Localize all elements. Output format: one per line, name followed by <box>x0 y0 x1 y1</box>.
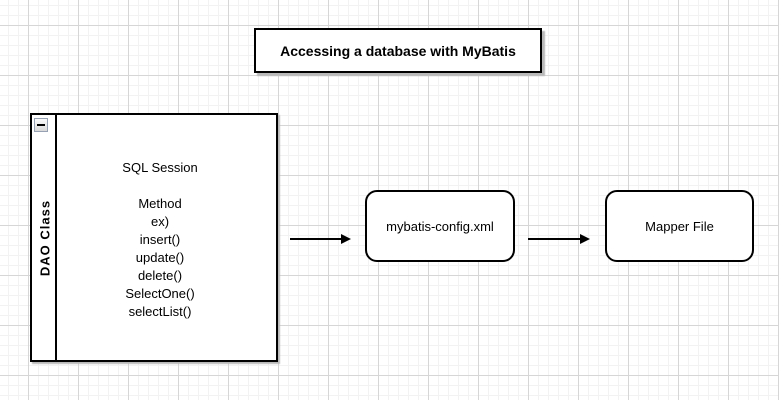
sql-session-text-block: SQL Session Method ex) insert() update()… <box>57 159 263 321</box>
dao-content-line <box>57 177 263 195</box>
mybatis-config-node[interactable]: mybatis-config.xml <box>365 190 515 262</box>
mapper-file-node-label: Mapper File <box>645 218 714 234</box>
collapse-button[interactable] <box>34 118 48 132</box>
dao-class-lane-label: DAO Class <box>37 199 53 276</box>
mapper-file-node[interactable]: Mapper File <box>605 190 754 262</box>
arrow-dao-to-config[interactable] <box>290 234 351 244</box>
dao-content-line: SelectOne() <box>125 286 195 301</box>
dao-content-line: selectList() <box>128 304 192 319</box>
mybatis-config-node-label: mybatis-config.xml <box>386 218 494 234</box>
dao-class-container[interactable]: DAO Class SQL Session Method ex) insert(… <box>30 113 278 362</box>
dao-content-line: Method <box>138 196 182 211</box>
diagram-title-box[interactable]: Accessing a database with MyBatis <box>254 28 542 73</box>
dao-content-line: update() <box>135 250 185 265</box>
diagram-title: Accessing a database with MyBatis <box>280 42 516 59</box>
dao-content-line: ex) <box>150 214 170 229</box>
dao-class-lane[interactable]: DAO Class <box>32 115 57 360</box>
dao-content-line: SQL Session <box>122 160 198 175</box>
dao-content-line: insert() <box>139 232 181 247</box>
minus-icon <box>37 124 45 126</box>
arrow-config-to-mapper[interactable] <box>528 234 590 244</box>
dao-content-line: delete() <box>137 268 183 283</box>
